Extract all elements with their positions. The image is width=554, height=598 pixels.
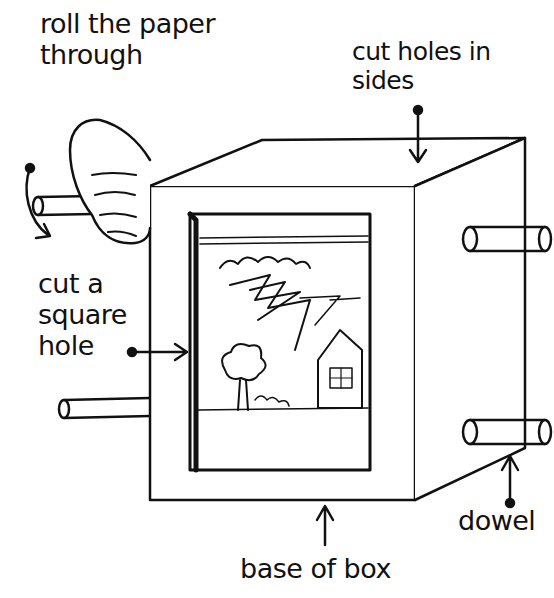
tree-crown	[222, 344, 265, 380]
leader-arrow	[132, 344, 187, 360]
arrowhead	[36, 224, 50, 238]
dowel-end	[539, 420, 551, 444]
window-bars	[330, 368, 352, 388]
dowel-end	[59, 400, 69, 418]
lightning	[250, 282, 310, 350]
square-hole	[190, 214, 370, 470]
hole-edge	[190, 214, 196, 470]
house-window	[330, 368, 352, 388]
box-front	[150, 186, 415, 500]
dowel-left-bottom	[64, 398, 150, 418]
dowel-hole	[463, 227, 477, 251]
callout-label: base of box	[240, 553, 460, 584]
bushes	[255, 396, 289, 406]
callout-label: cut a square hole	[38, 268, 143, 361]
ground	[198, 408, 368, 410]
rain	[300, 296, 360, 325]
leader-arrow	[410, 110, 426, 162]
leader-arrow	[502, 456, 518, 503]
dowel-end	[539, 227, 551, 251]
dowel-end	[33, 197, 43, 215]
callout-label: dowel	[458, 505, 554, 536]
dowel-right-bottom	[470, 420, 545, 444]
paper-edge	[200, 236, 368, 244]
dowel-hole	[463, 420, 477, 444]
callout-label: cut holes in sides	[352, 38, 512, 96]
tree-trunk	[238, 380, 248, 410]
hand	[70, 120, 150, 243]
fingers	[92, 173, 136, 236]
dowel-right-top	[470, 227, 545, 251]
lightning	[230, 275, 300, 320]
cloud	[220, 257, 310, 268]
leader-arrow	[317, 506, 333, 545]
box-side	[415, 138, 525, 500]
house	[318, 330, 362, 408]
callout-label: roll the paper through	[40, 8, 250, 70]
